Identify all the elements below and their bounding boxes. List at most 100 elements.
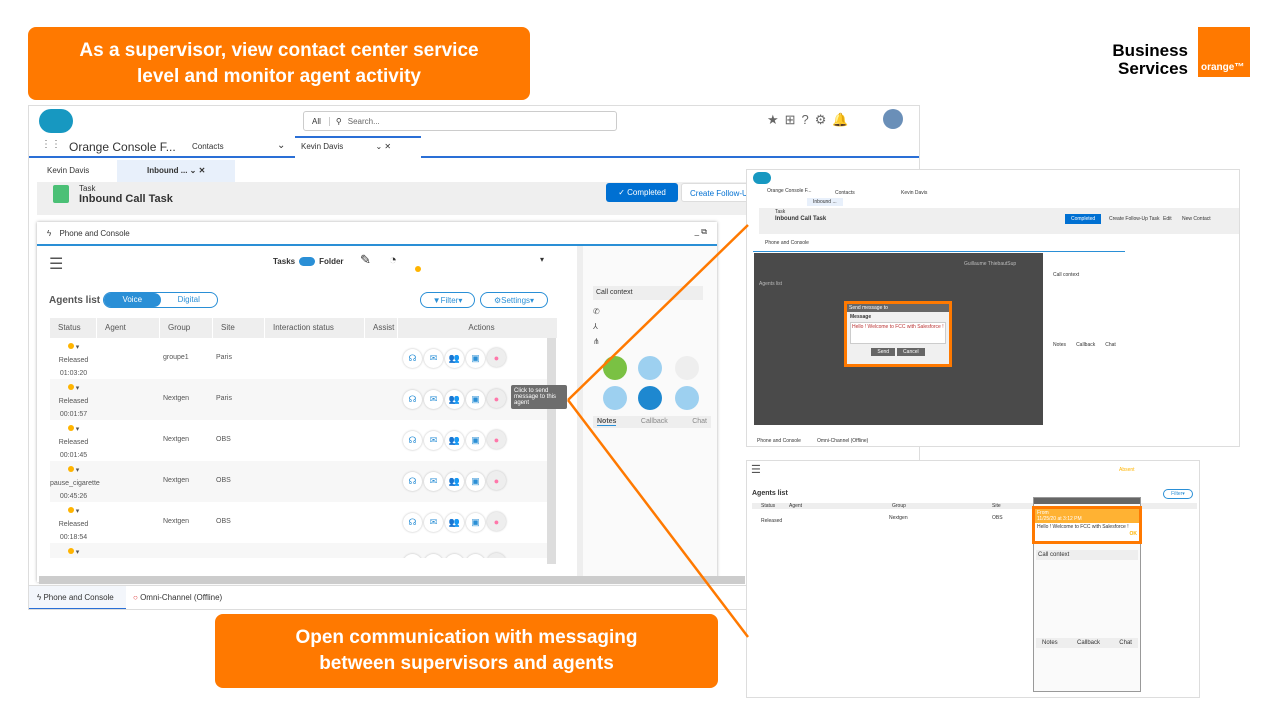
status-dropdown[interactable]: ▾ bbox=[75, 344, 80, 351]
listen-icon[interactable]: ☊ bbox=[403, 553, 422, 558]
disconnect-icon[interactable]: ● bbox=[487, 389, 506, 408]
subtab-inbound[interactable]: Inbound ... ⌄ ✕ bbox=[117, 160, 235, 182]
app-launcher-icon[interactable]: ⋮⋮ bbox=[41, 139, 61, 150]
listen-icon[interactable]: ☊ bbox=[403, 471, 422, 491]
barge-in-icon[interactable]: 👥 bbox=[445, 553, 464, 558]
header-icons[interactable]: ★⊞?⚙🔔 bbox=[767, 112, 855, 127]
subtab-kevin-davis[interactable]: Kevin Davis bbox=[47, 166, 90, 175]
table-row: ▾Released groupe1 Paris ☊✉👥▣● bbox=[50, 543, 550, 558]
utility-omni-channel[interactable]: ○ Omni-Channel (Offline) bbox=[133, 593, 223, 602]
digital-tab[interactable]: Digital bbox=[177, 295, 200, 304]
filter-button[interactable]: Filter ▾ bbox=[1163, 489, 1193, 499]
settings-button[interactable]: ⚙ Settings ▾ bbox=[480, 292, 548, 308]
disconnect-icon[interactable]: ● bbox=[487, 512, 506, 531]
context-icons: ✆⅄⋔ bbox=[593, 307, 600, 346]
status-dropdown[interactable]: ▾ bbox=[75, 426, 80, 433]
answer-call-button[interactable] bbox=[603, 356, 627, 380]
whisper-icon[interactable]: ✉ bbox=[424, 512, 443, 532]
nav-tab-contacts[interactable]: Contacts bbox=[192, 142, 224, 151]
barge-in-icon[interactable]: 👥 bbox=[445, 389, 464, 409]
completed-button[interactable]: Completed bbox=[1065, 214, 1102, 224]
status-dropdown[interactable]: ▾ bbox=[75, 508, 80, 515]
barge-in-icon[interactable]: 👥 bbox=[445, 348, 464, 368]
connector-line-top bbox=[567, 224, 749, 401]
barge-in-icon[interactable]: 👥 bbox=[445, 512, 464, 532]
group-cell: Nextgen bbox=[163, 395, 190, 402]
avatar[interactable] bbox=[883, 109, 903, 129]
cancel-button[interactable]: Cancel bbox=[897, 348, 925, 356]
agents-table: Status Agent Group Site Interaction stat… bbox=[50, 318, 558, 558]
search-input[interactable]: Search... bbox=[347, 116, 380, 126]
table-scrollbar[interactable] bbox=[547, 338, 556, 564]
minimize-popout-icons[interactable]: _ ⧉ bbox=[694, 227, 707, 236]
record-button[interactable] bbox=[675, 356, 699, 380]
barge-in-icon[interactable]: 👥 bbox=[445, 471, 464, 491]
message-button[interactable] bbox=[638, 386, 662, 410]
listen-icon[interactable]: ☊ bbox=[403, 389, 422, 409]
send-message-screenshot: Orange Console F... Contacts Kevin Davis… bbox=[746, 169, 1240, 447]
send-message-icon[interactable]: ▣ bbox=[466, 512, 485, 532]
search-scope[interactable]: All bbox=[304, 116, 330, 126]
disconnect-icon[interactable]: ● bbox=[487, 471, 506, 490]
action-buttons: ☊✉👥▣● bbox=[403, 512, 508, 532]
send-message-icon[interactable]: ▣ bbox=[466, 389, 485, 409]
status-dropdown[interactable]: ▾ bbox=[75, 385, 80, 392]
utility-phone-and-console[interactable]: ϟ Phone and Console bbox=[29, 586, 126, 609]
transfer-button[interactable] bbox=[603, 386, 627, 410]
send-message-icon[interactable]: ▣ bbox=[466, 348, 485, 368]
listen-icon[interactable]: ☊ bbox=[403, 512, 422, 532]
hold-button[interactable] bbox=[638, 356, 662, 380]
ok-button[interactable]: OK bbox=[1129, 531, 1138, 537]
status-dropdown[interactable]: ▾ bbox=[75, 549, 80, 556]
tab-notes[interactable]: Notes bbox=[597, 418, 617, 426]
disconnect-icon[interactable]: ● bbox=[487, 430, 506, 449]
whisper-icon[interactable]: ✉ bbox=[424, 389, 443, 409]
horizontal-scrollbar[interactable] bbox=[39, 576, 745, 584]
group-cell: groupe1 bbox=[163, 354, 189, 361]
filter-button[interactable]: ▼ Filter ▾ bbox=[420, 292, 475, 308]
whisper-icon[interactable]: ✉ bbox=[424, 471, 443, 491]
voice-tab[interactable]: Voice bbox=[104, 293, 161, 307]
whisper-icon[interactable]: ✉ bbox=[424, 348, 443, 368]
workspace-tab-kevin-davis[interactable]: Kevin Davis ⌄ ✕ bbox=[295, 136, 421, 158]
hamburger-menu-icon[interactable]: ☰ bbox=[49, 256, 64, 273]
salesforce-logo bbox=[753, 172, 771, 184]
send-button[interactable]: Send bbox=[871, 348, 896, 356]
barge-in-icon[interactable]: 👥 bbox=[445, 430, 464, 450]
listen-icon[interactable]: ☊ bbox=[403, 430, 422, 450]
status-dropdown[interactable]: ▾ bbox=[75, 467, 80, 474]
disconnect-icon[interactable]: ● bbox=[487, 553, 506, 558]
edit-icon[interactable]: ✎ bbox=[360, 252, 371, 267]
chevron-down-icon[interactable]: ⌄ bbox=[277, 140, 286, 151]
utility-bar: ϟ Phone and Console ○ Omni-Channel (Offl… bbox=[29, 585, 919, 609]
action-buttons: ☊✉👥▣● bbox=[403, 389, 508, 409]
status-dot bbox=[67, 548, 74, 554]
disconnect-icon[interactable]: ● bbox=[487, 348, 506, 367]
search-bar[interactable]: All ⚲ Search... bbox=[303, 111, 617, 131]
send-message-icon[interactable]: ▣ bbox=[466, 553, 485, 558]
whisper-icon[interactable]: ✉ bbox=[424, 430, 443, 450]
action-buttons: ☊✉👥▣● bbox=[403, 348, 508, 368]
channel-switch[interactable]: Voice Digital bbox=[103, 292, 218, 308]
tab-callback[interactable]: Callback bbox=[640, 418, 668, 425]
subtab-inbound[interactable]: Inbound ... bbox=[807, 198, 843, 206]
tab-chat[interactable]: Chat bbox=[692, 418, 707, 425]
agents-list-title: Agents list bbox=[49, 295, 101, 306]
send-message-icon[interactable]: ▣ bbox=[466, 471, 485, 491]
status-dropdown[interactable]: ▾ bbox=[540, 255, 545, 264]
completed-button[interactable]: ✓ Completed bbox=[606, 183, 678, 202]
message-textarea[interactable]: Hello ! Welcome to FCC with Salesforce ! bbox=[850, 322, 946, 344]
toggle-switch[interactable] bbox=[299, 257, 316, 266]
listen-icon[interactable]: ☊ bbox=[403, 348, 422, 368]
timer-icon[interactable]: ◔ bbox=[389, 252, 397, 267]
send-message-icon[interactable]: ▣ bbox=[466, 430, 485, 450]
whisper-icon[interactable]: ✉ bbox=[424, 553, 443, 558]
hamburger-menu-icon[interactable]: ☰ bbox=[751, 464, 761, 476]
dialpad-button[interactable] bbox=[675, 386, 699, 410]
